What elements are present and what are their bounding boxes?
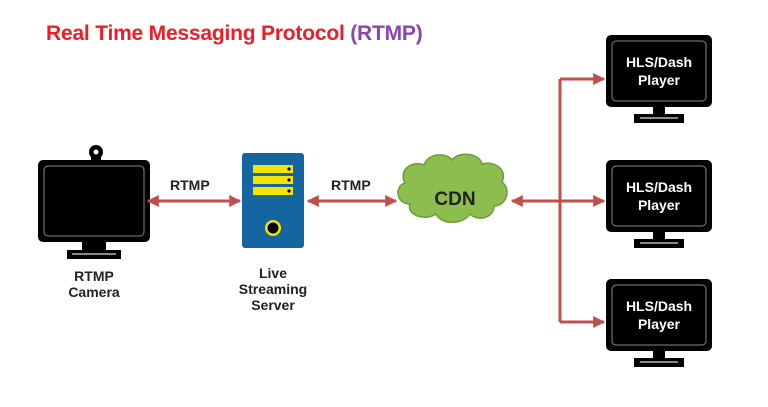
player-label-line2: Player: [637, 72, 681, 88]
player-label-line1: HLS/Dash: [625, 54, 693, 70]
server-label-line1: Live: [258, 265, 287, 281]
cdn-label: CDN: [434, 189, 476, 210]
camera-label: RTMP Camera: [44, 268, 144, 300]
title-abbr: (RTMP): [350, 22, 423, 45]
camera-icon: [38, 145, 150, 259]
server-label: Live Streaming Server: [223, 265, 323, 313]
camera-label-line2: Camera: [68, 284, 120, 300]
player-monitor-icon: [606, 160, 712, 248]
player-monitor-icon: [606, 35, 712, 123]
server-label-line3: Server: [251, 297, 295, 313]
player-label: HLS/Dash Player: [609, 178, 709, 214]
server-label-line2: Streaming: [238, 281, 308, 297]
player-label-line2: Player: [637, 197, 681, 213]
player-label-line1: HLS/Dash: [625, 179, 693, 195]
player-label: HLS/Dash Player: [609, 53, 709, 89]
diagram-title: Real Time Messaging Protocol (RTMP): [46, 22, 423, 46]
edge-label-camera-server: RTMP: [170, 177, 210, 193]
player-label-line1: HLS/Dash: [625, 298, 693, 314]
player-monitor-icon: [606, 279, 712, 367]
camera-label-line1: RTMP: [74, 268, 114, 284]
player-label: HLS/Dash Player: [609, 297, 709, 333]
server-icon: [242, 153, 304, 248]
title-main: Real Time Messaging Protocol: [46, 22, 351, 45]
player-label-line2: Player: [637, 316, 681, 332]
edge-label-server-cdn: RTMP: [331, 177, 371, 193]
cloud-icon: [397, 153, 508, 223]
